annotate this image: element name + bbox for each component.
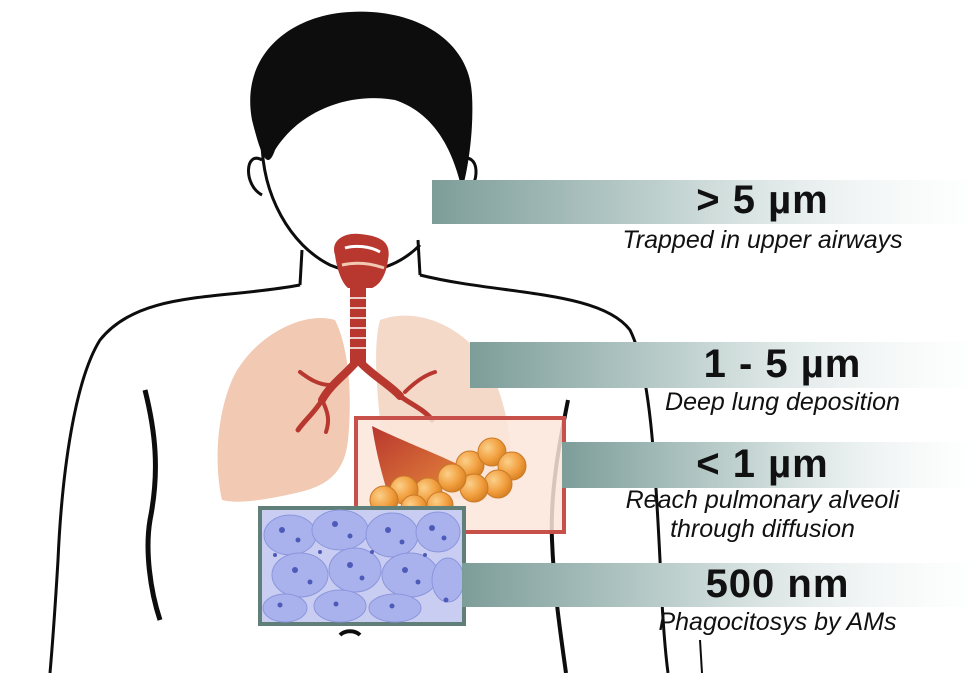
band-3-label: < 1 µm Reach pulmonary alveoli through d… bbox=[560, 442, 965, 544]
particle-size: 500 nm bbox=[590, 562, 965, 606]
deposition-description: Trapped in upper airways bbox=[560, 226, 965, 255]
band-2-label: 1 - 5 µm Deep lung deposition bbox=[600, 342, 965, 417]
particle-size: 1 - 5 µm bbox=[600, 342, 965, 386]
deposition-description-line-2: through diffusion bbox=[560, 515, 965, 544]
band-4-label: 500 nm Phagocitosys by AMs bbox=[590, 562, 965, 637]
particle-size: > 5 µm bbox=[560, 178, 965, 222]
deposition-description: Deep lung deposition bbox=[600, 388, 965, 417]
band-1-label: > 5 µm Trapped in upper airways bbox=[560, 178, 965, 255]
particle-size: < 1 µm bbox=[560, 442, 965, 486]
deposition-description-line-1: Reach pulmonary alveoli bbox=[560, 486, 965, 515]
macrophage-cells-icon bbox=[260, 508, 464, 624]
deposition-description: Phagocitosys by AMs bbox=[590, 608, 965, 637]
